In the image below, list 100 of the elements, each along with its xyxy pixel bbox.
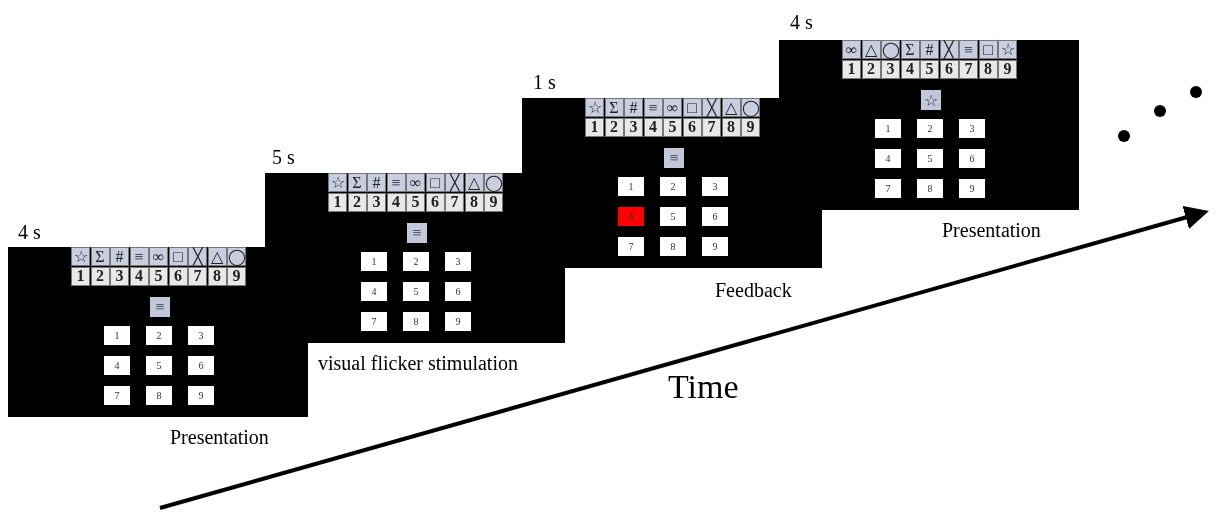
keypad-key: 1 <box>875 119 901 138</box>
duration-label: 4 s <box>790 12 813 32</box>
symbol-cell: ≡ <box>386 173 406 192</box>
duration-label: 4 s <box>18 222 41 242</box>
symbol-cell: # <box>624 98 643 117</box>
keypad-key: 9 <box>188 386 214 405</box>
symbol-cell: Σ <box>604 98 624 117</box>
number-cell: 2 <box>604 117 624 137</box>
number-cell: 9 <box>227 266 246 286</box>
symbol-cell: Σ <box>90 247 110 266</box>
number-cell: 4 <box>386 192 406 212</box>
duration-label: 1 s <box>533 72 556 92</box>
number-cell: 9 <box>998 59 1017 79</box>
keypad-key: 4 <box>875 149 901 168</box>
symbol-cell: ╳ <box>939 40 959 59</box>
symbol-cell: ◯ <box>741 98 760 117</box>
number-cell: 7 <box>959 59 978 79</box>
symbol-cell: ╳ <box>188 247 207 266</box>
symbol-cell: ∞ <box>406 173 425 192</box>
number-cell: 2 <box>347 192 367 212</box>
symbol-cell: ☆ <box>71 247 90 266</box>
symbol-cell: ╳ <box>702 98 721 117</box>
screen-panel <box>779 40 1079 210</box>
symbol-cell: □ <box>978 40 998 59</box>
symbol-cell: ◯ <box>881 40 900 59</box>
axis-label: Time <box>668 370 739 404</box>
keypad-key: 5 <box>917 149 943 168</box>
symbol-cell: Σ <box>900 40 920 59</box>
keypad-key: 3 <box>702 177 728 196</box>
keypad-key: 6 <box>445 282 471 301</box>
symbol-cell: □ <box>682 98 702 117</box>
keypad-key: 8 <box>146 386 172 405</box>
symbol-cell: ∞ <box>149 247 168 266</box>
cue-symbol: ≡ <box>407 223 427 243</box>
phase-caption: Presentation <box>170 427 269 447</box>
symbol-cell: ◯ <box>484 173 503 192</box>
symbol-cell: △ <box>861 40 881 59</box>
symbol-cell: △ <box>207 247 227 266</box>
phase-caption: visual flicker stimulation <box>318 353 518 373</box>
keypad-key: 7 <box>875 179 901 198</box>
symbol-cell: # <box>110 247 129 266</box>
number-cell: 9 <box>741 117 760 137</box>
number-cell: 8 <box>978 59 998 79</box>
keypad-key: 2 <box>403 252 429 271</box>
keypad-key: 1 <box>361 252 387 271</box>
number-cell: 7 <box>188 266 207 286</box>
symbol-cell: ☆ <box>328 173 347 192</box>
number-cell: 8 <box>207 266 227 286</box>
number-cell: 3 <box>624 117 643 137</box>
keypad-key: 4 <box>618 207 644 226</box>
symbol-cell: ≡ <box>959 40 978 59</box>
keypad-key: 4 <box>104 356 130 375</box>
symbol-cell: ≡ <box>129 247 149 266</box>
symbol-cell: ≡ <box>643 98 663 117</box>
number-cell: 2 <box>90 266 110 286</box>
keypad-key: 2 <box>917 119 943 138</box>
keypad-key: 8 <box>917 179 943 198</box>
number-cell: 5 <box>920 59 939 79</box>
number-cell: 6 <box>682 117 702 137</box>
number-cell: 7 <box>702 117 721 137</box>
cue-symbol: ☆ <box>921 90 941 110</box>
keypad-key: 3 <box>188 326 214 345</box>
screen-panel <box>8 247 308 417</box>
cue-symbol: ≡ <box>664 148 684 168</box>
keypad-key: 2 <box>146 326 172 345</box>
keypad-key: 7 <box>104 386 130 405</box>
number-cell: 9 <box>484 192 503 212</box>
number-cell: 2 <box>861 59 881 79</box>
number-cell: 8 <box>721 117 741 137</box>
keypad-key: 6 <box>702 207 728 226</box>
number-cell: 5 <box>663 117 682 137</box>
symbol-cell: □ <box>168 247 188 266</box>
number-cell: 3 <box>110 266 129 286</box>
symbol-cell: ╳ <box>445 173 464 192</box>
keypad-key: 5 <box>403 282 429 301</box>
keypad-key: 9 <box>959 179 985 198</box>
keypad-key: 7 <box>618 237 644 256</box>
phase-caption: Presentation <box>942 220 1041 240</box>
symbol-cell: ◯ <box>227 247 246 266</box>
symbol-cell: ☆ <box>998 40 1017 59</box>
number-cell: 8 <box>464 192 484 212</box>
number-cell: 1 <box>71 266 90 286</box>
keypad-key: 8 <box>403 312 429 331</box>
symbol-cell: # <box>367 173 386 192</box>
keypad-key: 6 <box>959 149 985 168</box>
keypad-key: 1 <box>618 177 644 196</box>
symbol-cell: △ <box>464 173 484 192</box>
cue-symbol: ≡ <box>150 297 170 317</box>
keypad-key: 9 <box>702 237 728 256</box>
symbol-cell: # <box>920 40 939 59</box>
number-cell: 6 <box>939 59 959 79</box>
keypad-key: 1 <box>104 326 130 345</box>
keypad-key: 7 <box>361 312 387 331</box>
keypad-key: 2 <box>660 177 686 196</box>
symbol-cell: ☆ <box>585 98 604 117</box>
keypad-key: 3 <box>445 252 471 271</box>
number-cell: 5 <box>149 266 168 286</box>
number-cell: 1 <box>842 59 861 79</box>
symbol-cell: □ <box>425 173 445 192</box>
number-cell: 6 <box>168 266 188 286</box>
